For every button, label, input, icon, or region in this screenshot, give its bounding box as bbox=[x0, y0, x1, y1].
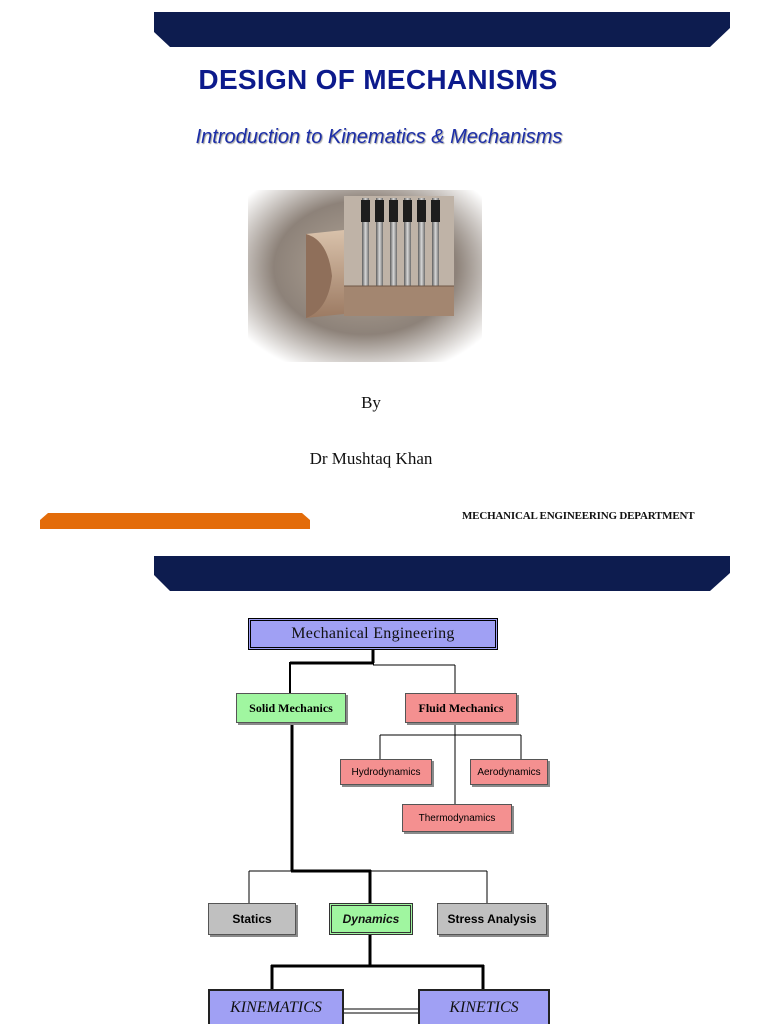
top-banner-2 bbox=[154, 556, 730, 591]
thermodynamics-box: Thermodynamics bbox=[402, 804, 512, 832]
hydrodynamics-box: Hydrodynamics bbox=[340, 759, 432, 785]
lock-cylinder-photo bbox=[248, 190, 482, 362]
slide-subtitle: Introduction to Kinematics & Mechanisms bbox=[195, 126, 563, 148]
top-banner bbox=[154, 12, 730, 47]
statics-box: Statics bbox=[208, 903, 296, 935]
kinetics-box: KINETICS bbox=[418, 989, 550, 1024]
fluid-mechanics-box: Fluid Mechanics bbox=[405, 693, 517, 723]
dynamics-box: Dynamics bbox=[329, 903, 413, 935]
mechanical-engineering-box: Mechanical Engineering bbox=[248, 618, 498, 650]
department-label: MECHANICAL ENGINEERING DEPARTMENT bbox=[462, 510, 695, 522]
stress-analysis-box: Stress Analysis bbox=[437, 903, 547, 935]
author-name: Dr Mushtaq Khan bbox=[309, 449, 433, 468]
kinematics-box: KINEMATICS bbox=[208, 989, 344, 1024]
orange-bar bbox=[40, 513, 310, 529]
slide-title: DESIGN OF MECHANISMS bbox=[198, 64, 558, 95]
by-label: By bbox=[361, 393, 381, 412]
connector-lines bbox=[248, 650, 522, 1014]
aerodynamics-box: Aerodynamics bbox=[470, 759, 548, 785]
hierarchy-slide: Mechanical Engineering Solid Mechanics F… bbox=[0, 545, 768, 1024]
solid-mechanics-box: Solid Mechanics bbox=[236, 693, 346, 723]
title-slide: DESIGN OF MECHANISMS Introduction to Kin… bbox=[40, 12, 730, 529]
